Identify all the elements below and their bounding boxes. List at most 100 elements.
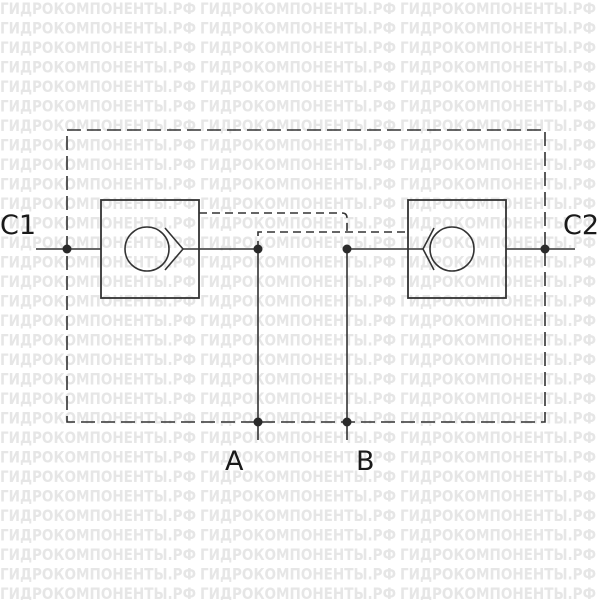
watermark-text: ГИДРОКОМПОНЕНТЫ.РФ <box>400 448 596 467</box>
watermark-text: ГИДРОКОМПОНЕНТЫ.РФ <box>0 331 196 350</box>
watermark-text: ГИДРОКОМПОНЕНТЫ.РФ <box>400 487 596 506</box>
watermark-text: ГИДРОКОМПОНЕНТЫ.РФ <box>0 311 196 330</box>
flow-lines <box>36 248 575 440</box>
watermark-text: ГИДРОКОМПОНЕНТЫ.РФ <box>200 77 396 96</box>
watermark-text: ГИДРОКОМПОНЕНТЫ.РФ <box>0 233 196 252</box>
watermark-text: ГИДРОКОМПОНЕНТЫ.РФ <box>200 467 396 486</box>
watermark-text: ГИДРОКОМПОНЕНТЫ.РФ <box>0 19 196 38</box>
watermark-text: ГИДРОКОМПОНЕНТЫ.РФ <box>200 292 396 311</box>
watermark-text: ГИДРОКОМПОНЕНТЫ.РФ <box>0 409 196 428</box>
watermark-text: ГИДРОКОМПОНЕНТЫ.РФ <box>400 370 596 389</box>
watermark-text: ГИДРОКОМПОНЕНТЫ.РФ <box>0 565 196 584</box>
watermark-text: ГИДРОКОМПОНЕНТЫ.РФ <box>400 136 596 155</box>
watermark-text: ГИДРОКОМПОНЕНТЫ.РФ <box>200 565 396 584</box>
watermark-text: ГИДРОКОМПОНЕНТЫ.РФ <box>0 545 196 564</box>
port-label-b: B <box>356 446 375 477</box>
watermark-text: ГИДРОКОМПОНЕНТЫ.РФ <box>400 0 596 18</box>
watermark-text: ГИДРОКОМПОНЕНТЫ.РФ <box>400 116 596 135</box>
pilot-lines <box>199 212 408 249</box>
watermark-text: ГИДРОКОМПОНЕНТЫ.РФ <box>400 428 596 447</box>
watermark-text: ГИДРОКОМПОНЕНТЫ.РФ <box>400 272 596 291</box>
watermark-text: ГИДРОКОМПОНЕНТЫ.РФ <box>200 584 396 600</box>
watermark-text: ГИДРОКОМПОНЕНТЫ.РФ <box>200 428 396 447</box>
port-label-a: A <box>225 446 244 477</box>
watermark-text: ГИДРОКОМПОНЕНТЫ.РФ <box>200 175 396 194</box>
watermark-text: ГИДРОКОМПОНЕНТЫ.РФ <box>0 428 196 447</box>
watermark-text: ГИДРОКОМПОНЕНТЫ.РФ <box>0 350 196 369</box>
watermark-text: ГИДРОКОМПОНЕНТЫ.РФ <box>400 292 596 311</box>
watermark-text: ГИДРОКОМПОНЕНТЫ.РФ <box>200 331 396 350</box>
watermark-text: ГИДРОКОМПОНЕНТЫ.РФ <box>0 389 196 408</box>
watermark-text: ГИДРОКОМПОНЕНТЫ.РФ <box>200 370 396 389</box>
watermark-text: ГИДРОКОМПОНЕНТЫ.РФ <box>200 116 396 135</box>
watermark-text: ГИДРОКОМПОНЕНТЫ.РФ <box>200 545 396 564</box>
watermark-text: ГИДРОКОМПОНЕНТЫ.РФ <box>400 565 596 584</box>
junction-a-bottom <box>253 417 263 427</box>
watermark-text: ГИДРОКОМПОНЕНТЫ.РФ <box>200 253 396 272</box>
watermark-text: ГИДРОКОМПОНЕНТЫ.РФ <box>200 506 396 525</box>
watermark-text: ГИДРОКОМПОНЕНТЫ.РФ <box>0 0 196 18</box>
watermark-text: ГИДРОКОМПОНЕНТЫ.РФ <box>200 409 396 428</box>
watermark-text: ГИДРОКОМПОНЕНТЫ.РФ <box>200 448 396 467</box>
watermark-text: ГИДРОКОМПОНЕНТЫ.РФ <box>200 97 396 116</box>
watermark-text: ГИДРОКОМПОНЕНТЫ.РФ <box>0 487 196 506</box>
watermark-text: ГИДРОКОМПОНЕНТЫ.РФ <box>0 370 196 389</box>
watermark-text: ГИДРОКОМПОНЕНТЫ.РФ <box>200 19 396 38</box>
watermark-text: ГИДРОКОМПОНЕНТЫ.РФ <box>400 467 596 486</box>
watermark-text: ГИДРОКОМПОНЕНТЫ.РФ <box>200 38 396 57</box>
port-label-c1: C1 <box>0 210 36 241</box>
watermark-text: ГИДРОКОМПОНЕНТЫ.РФ <box>0 175 196 194</box>
watermark-text: ГИДРОКОМПОНЕНТЫ.РФ <box>0 77 196 96</box>
watermark-text: ГИДРОКОМПОНЕНТЫ.РФ <box>0 38 196 57</box>
watermark-text: ГИДРОКОМПОНЕНТЫ.РФ <box>400 253 596 272</box>
junction-b-bottom <box>342 417 352 427</box>
watermark-text: ГИДРОКОМПОНЕНТЫ.РФ <box>0 58 196 77</box>
watermark-text: ГИДРОКОМПОНЕНТЫ.РФ <box>0 136 196 155</box>
port-label-c2: C2 <box>563 210 599 241</box>
watermark-text: ГИДРОКОМПОНЕНТЫ.РФ <box>0 526 196 545</box>
watermark-text: ГИДРОКОМПОНЕНТЫ.РФ <box>0 253 196 272</box>
watermark-text: ГИДРОКОМПОНЕНТЫ.РФ <box>200 0 396 18</box>
watermark-text: ГИДРОКОМПОНЕНТЫ.РФ <box>200 58 396 77</box>
watermark-text: ГИДРОКОМПОНЕНТЫ.РФ <box>400 545 596 564</box>
watermark-text: ГИДРОКОМПОНЕНТЫ.РФ <box>200 311 396 330</box>
junction-a-top <box>253 244 263 254</box>
watermark-text: ГИДРОКОМПОНЕНТЫ.РФ <box>400 38 596 57</box>
watermark-text: ГИДРОКОМПОНЕНТЫ.РФ <box>400 350 596 369</box>
watermark-text: ГИДРОКОМПОНЕНТЫ.РФ <box>0 116 196 135</box>
junction-c1 <box>62 244 72 254</box>
watermark-text: ГИДРОКОМПОНЕНТЫ.РФ <box>400 506 596 525</box>
housing-boundary <box>66 129 546 423</box>
junction-b-top <box>342 244 352 254</box>
watermark-text: ГИДРОКОМПОНЕНТЫ.РФ <box>200 272 396 291</box>
watermark-text: ГИДРОКОМПОНЕНТЫ.РФ <box>200 526 396 545</box>
watermark-text: ГИДРОКОМПОНЕНТЫ.РФ <box>0 584 196 600</box>
watermark-text: ГИДРОКОМПОНЕНТЫ.РФ <box>400 19 596 38</box>
watermark-text: ГИДРОКОМПОНЕНТЫ.РФ <box>400 77 596 96</box>
watermark-text: ГИДРОКОМПОНЕНТЫ.РФ <box>0 194 196 213</box>
watermark-text: ГИДРОКОМПОНЕНТЫ.РФ <box>400 97 596 116</box>
watermark-text: ГИДРОКОМПОНЕНТЫ.РФ <box>200 487 396 506</box>
watermark-text: ГИДРОКОМПОНЕНТЫ.РФ <box>400 584 596 600</box>
watermark-text: ГИДРОКОМПОНЕНТЫ.РФ <box>0 155 196 174</box>
watermark-text: ГИДРОКОМПОНЕНТЫ.РФ <box>400 155 596 174</box>
watermark-text: ГИДРОКОМПОНЕНТЫ.РФ <box>400 409 596 428</box>
watermark-text: ГИДРОКОМПОНЕНТЫ.РФ <box>200 194 396 213</box>
watermark-text: ГИДРОКОМПОНЕНТЫ.РФ <box>400 389 596 408</box>
watermark-text: ГИДРОКОМПОНЕНТЫ.РФ <box>400 58 596 77</box>
watermark-text: ГИДРОКОМПОНЕНТЫ.РФ <box>200 136 396 155</box>
watermark-text: ГИДРОКОМПОНЕНТЫ.РФ <box>200 155 396 174</box>
watermark-text: ГИДРОКОМПОНЕНТЫ.РФ <box>200 214 396 233</box>
watermark-text: ГИДРОКОМПОНЕНТЫ.РФ <box>400 175 596 194</box>
watermark-text: ГИДРОКОМПОНЕНТЫ.РФ <box>0 506 196 525</box>
port-labels: C1 C2 A B <box>0 210 599 477</box>
junction-c2 <box>540 244 550 254</box>
watermark-text: ГИДРОКОМПОНЕНТЫ.РФ <box>0 292 196 311</box>
watermark-text: ГИДРОКОМПОНЕНТЫ.РФ <box>200 389 396 408</box>
watermark-text: ГИДРОКОМПОНЕНТЫ.РФ <box>0 97 196 116</box>
watermark-text: ГИДРОКОМПОНЕНТЫ.РФ <box>400 331 596 350</box>
watermark-text: ГИДРОКОМПОНЕНТЫ.РФ <box>0 467 196 486</box>
watermark-text: ГИДРОКОМПОНЕНТЫ.РФ <box>400 526 596 545</box>
